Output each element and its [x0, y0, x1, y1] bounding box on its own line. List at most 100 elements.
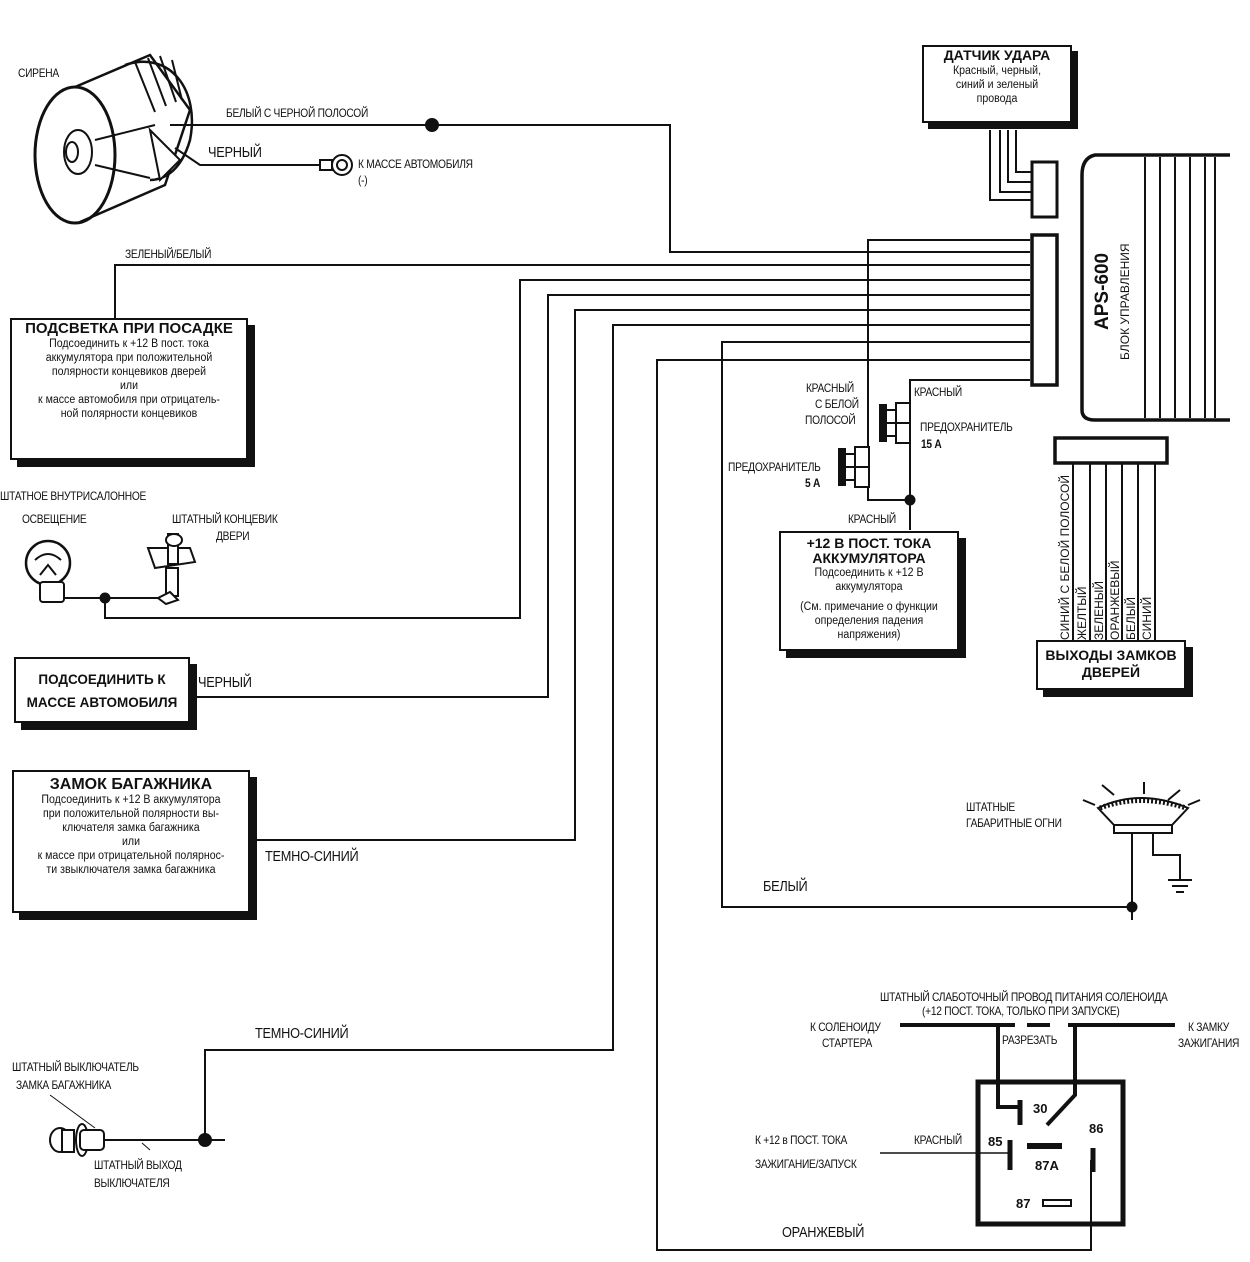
door-locks-title: ДВЕРЕЙ	[1081, 664, 1141, 680]
entry-light-line: к массе автомобиля при отрицатель-	[38, 394, 220, 406]
wire-red-white	[867, 239, 1030, 450]
trunk-line: при положительной полярности вы-	[42, 808, 220, 820]
ignition-switch-label: К ЗАМКУ	[1188, 1020, 1229, 1034]
dome-light-icon	[24, 539, 72, 603]
junction-dot	[1126, 901, 1138, 913]
relay-pin-85: 85	[988, 1134, 1003, 1149]
door-locks-title: ВЫХОДЫ ЗАМКОВ	[1045, 647, 1177, 663]
wire-green-white	[114, 264, 1030, 318]
dome-light-label: ОСВЕЩЕНИЕ	[22, 512, 87, 526]
fuse-15a-icon	[879, 402, 911, 444]
main-connector	[1030, 233, 1059, 387]
trunk-switch-icon	[49, 1123, 105, 1157]
battery-title: АККУМУЛЯТОРА	[812, 550, 926, 566]
wire-label-dark-blue: ТЕМНО-СИНИЙ	[265, 848, 359, 865]
wire-label-red-relay: КРАСНЫЙ	[914, 1133, 962, 1147]
ground-symbol-icon	[1168, 879, 1192, 893]
wire-door-switch	[104, 279, 1030, 619]
battery-note: определения падения	[814, 615, 924, 627]
shock-sensor-line: провода	[976, 93, 1018, 105]
fuse-5a-label: ПРЕДОХРАНИТЕЛЬ	[728, 460, 821, 474]
door-locks-box: ВЫХОДЫ ЗАМКОВ ДВЕРЕЙ	[1036, 640, 1186, 690]
dome-light-label: ШТАТНОЕ ВНУТРИСАЛОННОЕ	[0, 489, 147, 503]
trunk-title: ЗАМОК БАГАЖНИКА	[49, 776, 213, 793]
wire-label-white: БЕЛЫЙ	[763, 878, 808, 895]
parking-light-icon	[1082, 782, 1201, 834]
battery-box: +12 В ПОСТ. ТОКА АККУМУЛЯТОРА Подсоедини…	[779, 531, 959, 651]
starter-solenoid-label: К СОЛЕНОИДУ	[810, 1020, 881, 1034]
trunk-switch-label: ШТАТНЫЙ ВЫКЛЮЧАТЕЛЬ	[12, 1060, 139, 1074]
entry-light-title: ПОДСВЕТКА ПРИ ПОСАДКЕ	[25, 320, 233, 337]
trunk-line: ключателя замка багажника	[62, 822, 200, 834]
fuse-15a-label: ПРЕДОХРАНИТЕЛЬ	[920, 420, 1013, 434]
entry-light-line: ной полярности концевиков	[60, 408, 198, 420]
trunk-line: Подсоединить к +12 В аккумулятора	[41, 794, 221, 806]
trunk-lock-box: ЗАМОК БАГАЖНИКА Подсоединить к +12 В акк…	[12, 770, 250, 913]
ground-box-line: ПОДСОЕДИНИТЬ К	[38, 672, 166, 687]
wire-trunk-dark-blue	[255, 309, 1030, 841]
wire-siren-black	[174, 147, 320, 166]
junction-dot	[904, 494, 916, 506]
entry-light-line: полярности концевиков дверей	[51, 366, 207, 378]
wire-label-green-white: ЗЕЛЕНЫЙ/БЕЛЫЙ	[125, 247, 212, 261]
starter-header: (+12 ПОСТ. ТОКА, ТОЛЬКО ПРИ ЗАПУСКЕ)	[922, 1004, 1120, 1018]
ignition-feed-label: ЗАЖИГАНИЕ/ЗАПУСК	[755, 1157, 857, 1171]
wire-label-black: ЧЕРНЫЙ	[208, 144, 262, 161]
wire-label-dark-blue-switch: ТЕМНО-СИНИЙ	[255, 1025, 349, 1042]
trunk-switch-output-label: ШТАТНЫЙ ВЫХОД	[94, 1158, 182, 1172]
door-switch-icon	[146, 533, 197, 606]
battery-title: +12 В ПОСТ. ТОКА	[806, 535, 932, 551]
entry-light-box: ПОДСВЕТКА ПРИ ПОСАДКЕ Подсоединить к +12…	[10, 318, 248, 460]
wire-label-red-white: ПОЛОСОЙ	[805, 413, 856, 427]
trunk-switch-output-label: ВЫКЛЮЧАТЕЛЯ	[94, 1176, 170, 1190]
door-lock-wire-label: СИНИЙ С БЕЛОЙ ПОЛОСОЙ	[1058, 475, 1072, 640]
wire-trunk-switch-dark-blue	[204, 324, 1030, 1140]
trunk-switch-label: ЗАМКА БАГАЖНИКА	[16, 1078, 112, 1092]
battery-line: Подсоединить к +12 В	[814, 567, 924, 579]
wire-red	[909, 379, 1030, 405]
relay-pin-86: 86	[1089, 1121, 1104, 1136]
wire-white-parking	[721, 341, 1132, 908]
relay-pin-30: 30	[1033, 1101, 1048, 1116]
ignition-switch-label: ЗАЖИГАНИЯ	[1178, 1036, 1240, 1050]
ground-label: К МАССЕ АВТОМОБИЛЯ	[358, 157, 473, 171]
fuse-5a-icon	[838, 446, 870, 488]
wire-label-white-black: БЕЛЫЙ С ЧЕРНОЙ ПОЛОСОЙ	[226, 106, 369, 120]
wire-label-red-battery: КРАСНЫЙ	[848, 512, 896, 526]
ground-connect-box: ПОДСОЕДИНИТЬ К МАССЕ АВТОМОБИЛЯ	[14, 657, 190, 723]
control-unit-subtitle: БЛОК УПРАВЛЕНИЯ	[1118, 243, 1132, 360]
shock-sensor-line: синий и зеленый	[955, 79, 1039, 91]
wire-label-red-white: С БЕЛОЙ	[815, 397, 859, 411]
ignition-feed-label: К +12 в ПОСТ. ТОКА	[755, 1133, 848, 1147]
wire-label-black-ground: ЧЕРНЫЙ	[198, 674, 252, 691]
cut-label: РАЗРЕЗАТЬ	[1002, 1033, 1058, 1047]
starter-header: ШТАТНЫЙ СЛАБОТОЧНЫЙ ПРОВОД ПИТАНИЯ СОЛЕН…	[880, 990, 1168, 1004]
junction-dot	[425, 118, 439, 132]
control-unit-body	[1080, 153, 1230, 422]
door-switch-label: ШТАТНЫЙ КОНЦЕВИК	[172, 512, 278, 526]
wire-white-black	[170, 124, 1030, 253]
entry-light-line: Подсоединить к +12 В пост. тока	[49, 338, 209, 350]
trunk-line: ти звыключателя замка багажника	[46, 864, 216, 876]
door-lock-wire-label: БЕЛЫЙ	[1124, 596, 1138, 640]
wire-label-orange: ОРАНЖЕВЫЙ	[782, 1224, 865, 1241]
siren-icon	[33, 53, 194, 225]
siren-label: СИРЕНА	[18, 66, 59, 80]
control-unit-model: APS-600	[1092, 252, 1113, 330]
ground-box-line: МАССЕ АВТОМОБИЛЯ	[26, 695, 178, 710]
shock-sensor-title: ДАТЧИК УДАРА	[943, 47, 1051, 63]
door-lock-wire-label: ЖЕЛТЫЙ	[1075, 586, 1089, 640]
junction-dot	[99, 592, 111, 604]
door-switch-label: ДВЕРИ	[216, 529, 250, 543]
ring-terminal-icon	[319, 154, 353, 176]
starter-solenoid-label: СТАРТЕРА	[822, 1036, 872, 1050]
door-lock-wire-label: СИНИЙ	[1140, 596, 1154, 640]
fuse-5a-rating: 5 А	[805, 476, 821, 490]
battery-line: аккумулятора	[835, 581, 903, 593]
relay-pin-87: 87	[1016, 1196, 1031, 1211]
door-lock-wire-label: ЗЕЛЕНЫЙ	[1092, 580, 1106, 640]
fuse-15a-rating: 15 А	[921, 437, 942, 451]
battery-note: (См. примечание о функции	[800, 601, 938, 613]
wire-ground-black	[195, 294, 1030, 698]
trunk-line: к массе при отрицательной полярнос-	[37, 850, 225, 862]
